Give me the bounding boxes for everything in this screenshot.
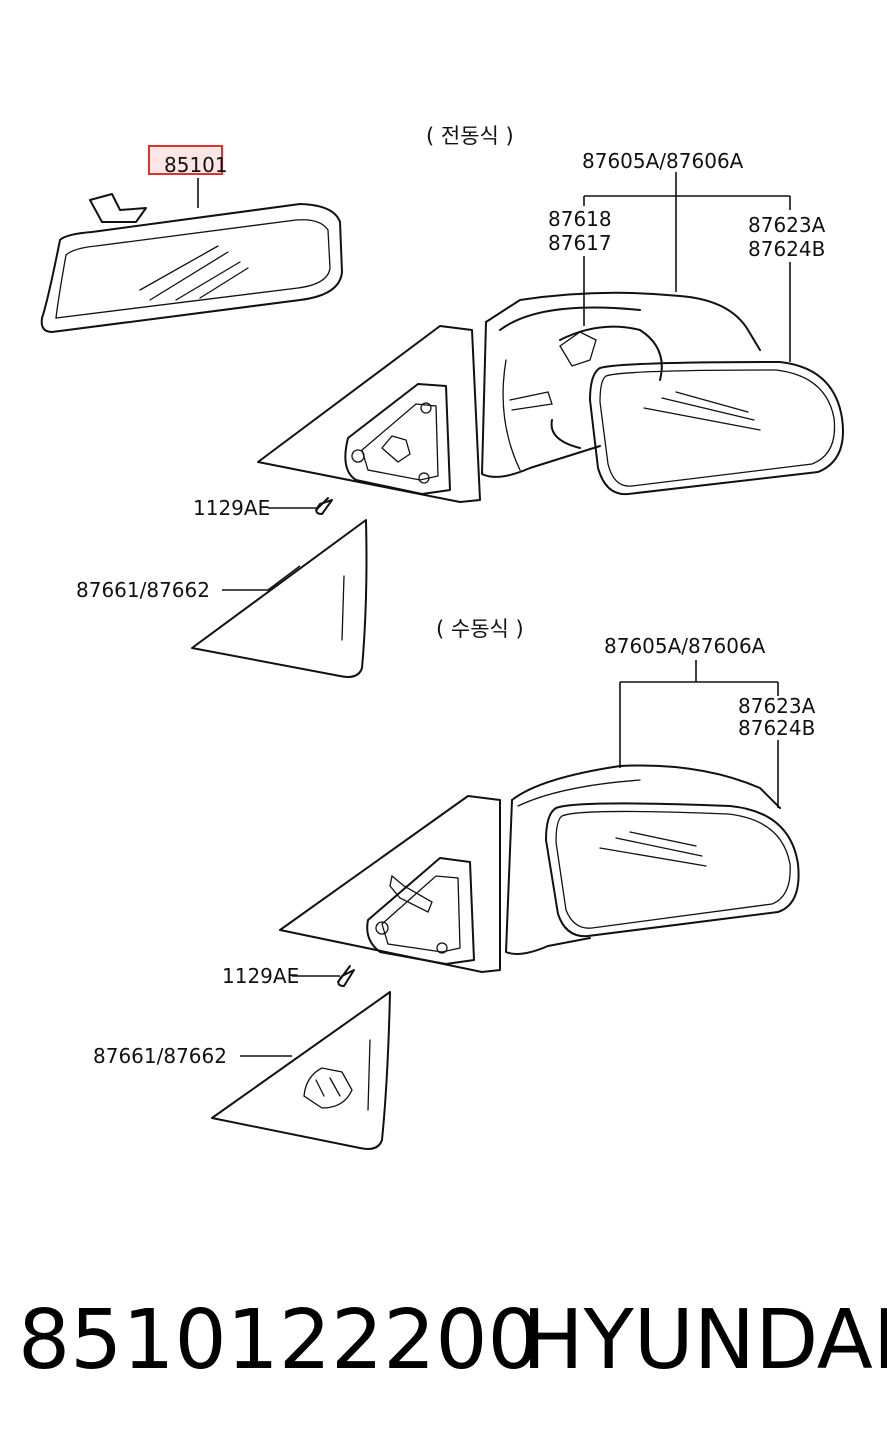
manual-garnish	[211, 991, 391, 1150]
label-manual-glass-a[interactable]: 87623A	[738, 694, 816, 718]
label-manual-garnish[interactable]: 87661/87662	[93, 1044, 227, 1068]
label-power-screw[interactable]: 1129AE	[193, 496, 270, 520]
section-title-manual: ( 수동식 )	[436, 617, 524, 641]
leader-lines	[197, 172, 791, 1057]
section-title-power: ( 전동식 )	[426, 124, 514, 148]
label-inside-mirror[interactable]: 85101	[164, 153, 228, 177]
inside-mirror	[40, 193, 343, 333]
label-power-actuator-b[interactable]: 87617	[548, 231, 612, 255]
label-manual-mirror-assy[interactable]: 87605A/87606A	[604, 634, 766, 658]
highlight-box	[148, 145, 223, 175]
power-garnish	[191, 519, 368, 678]
power-mirror-assembly	[257, 291, 844, 515]
label-manual-screw[interactable]: 1129AE	[222, 964, 299, 988]
label-manual-glass-b[interactable]: 87624B	[738, 716, 815, 740]
manual-mirror-assembly	[279, 764, 800, 987]
label-power-mirror-assy[interactable]: 87605A/87606A	[582, 149, 744, 173]
label-power-actuator-a[interactable]: 87618	[548, 207, 612, 231]
label-power-glass-a[interactable]: 87623A	[748, 213, 826, 237]
footer-brand: HYUNDAI	[522, 1293, 887, 1388]
label-power-garnish[interactable]: 87661/87662	[76, 578, 210, 602]
label-power-glass-b[interactable]: 87624B	[748, 237, 825, 261]
footer-part-number: 8510122200	[18, 1293, 540, 1388]
